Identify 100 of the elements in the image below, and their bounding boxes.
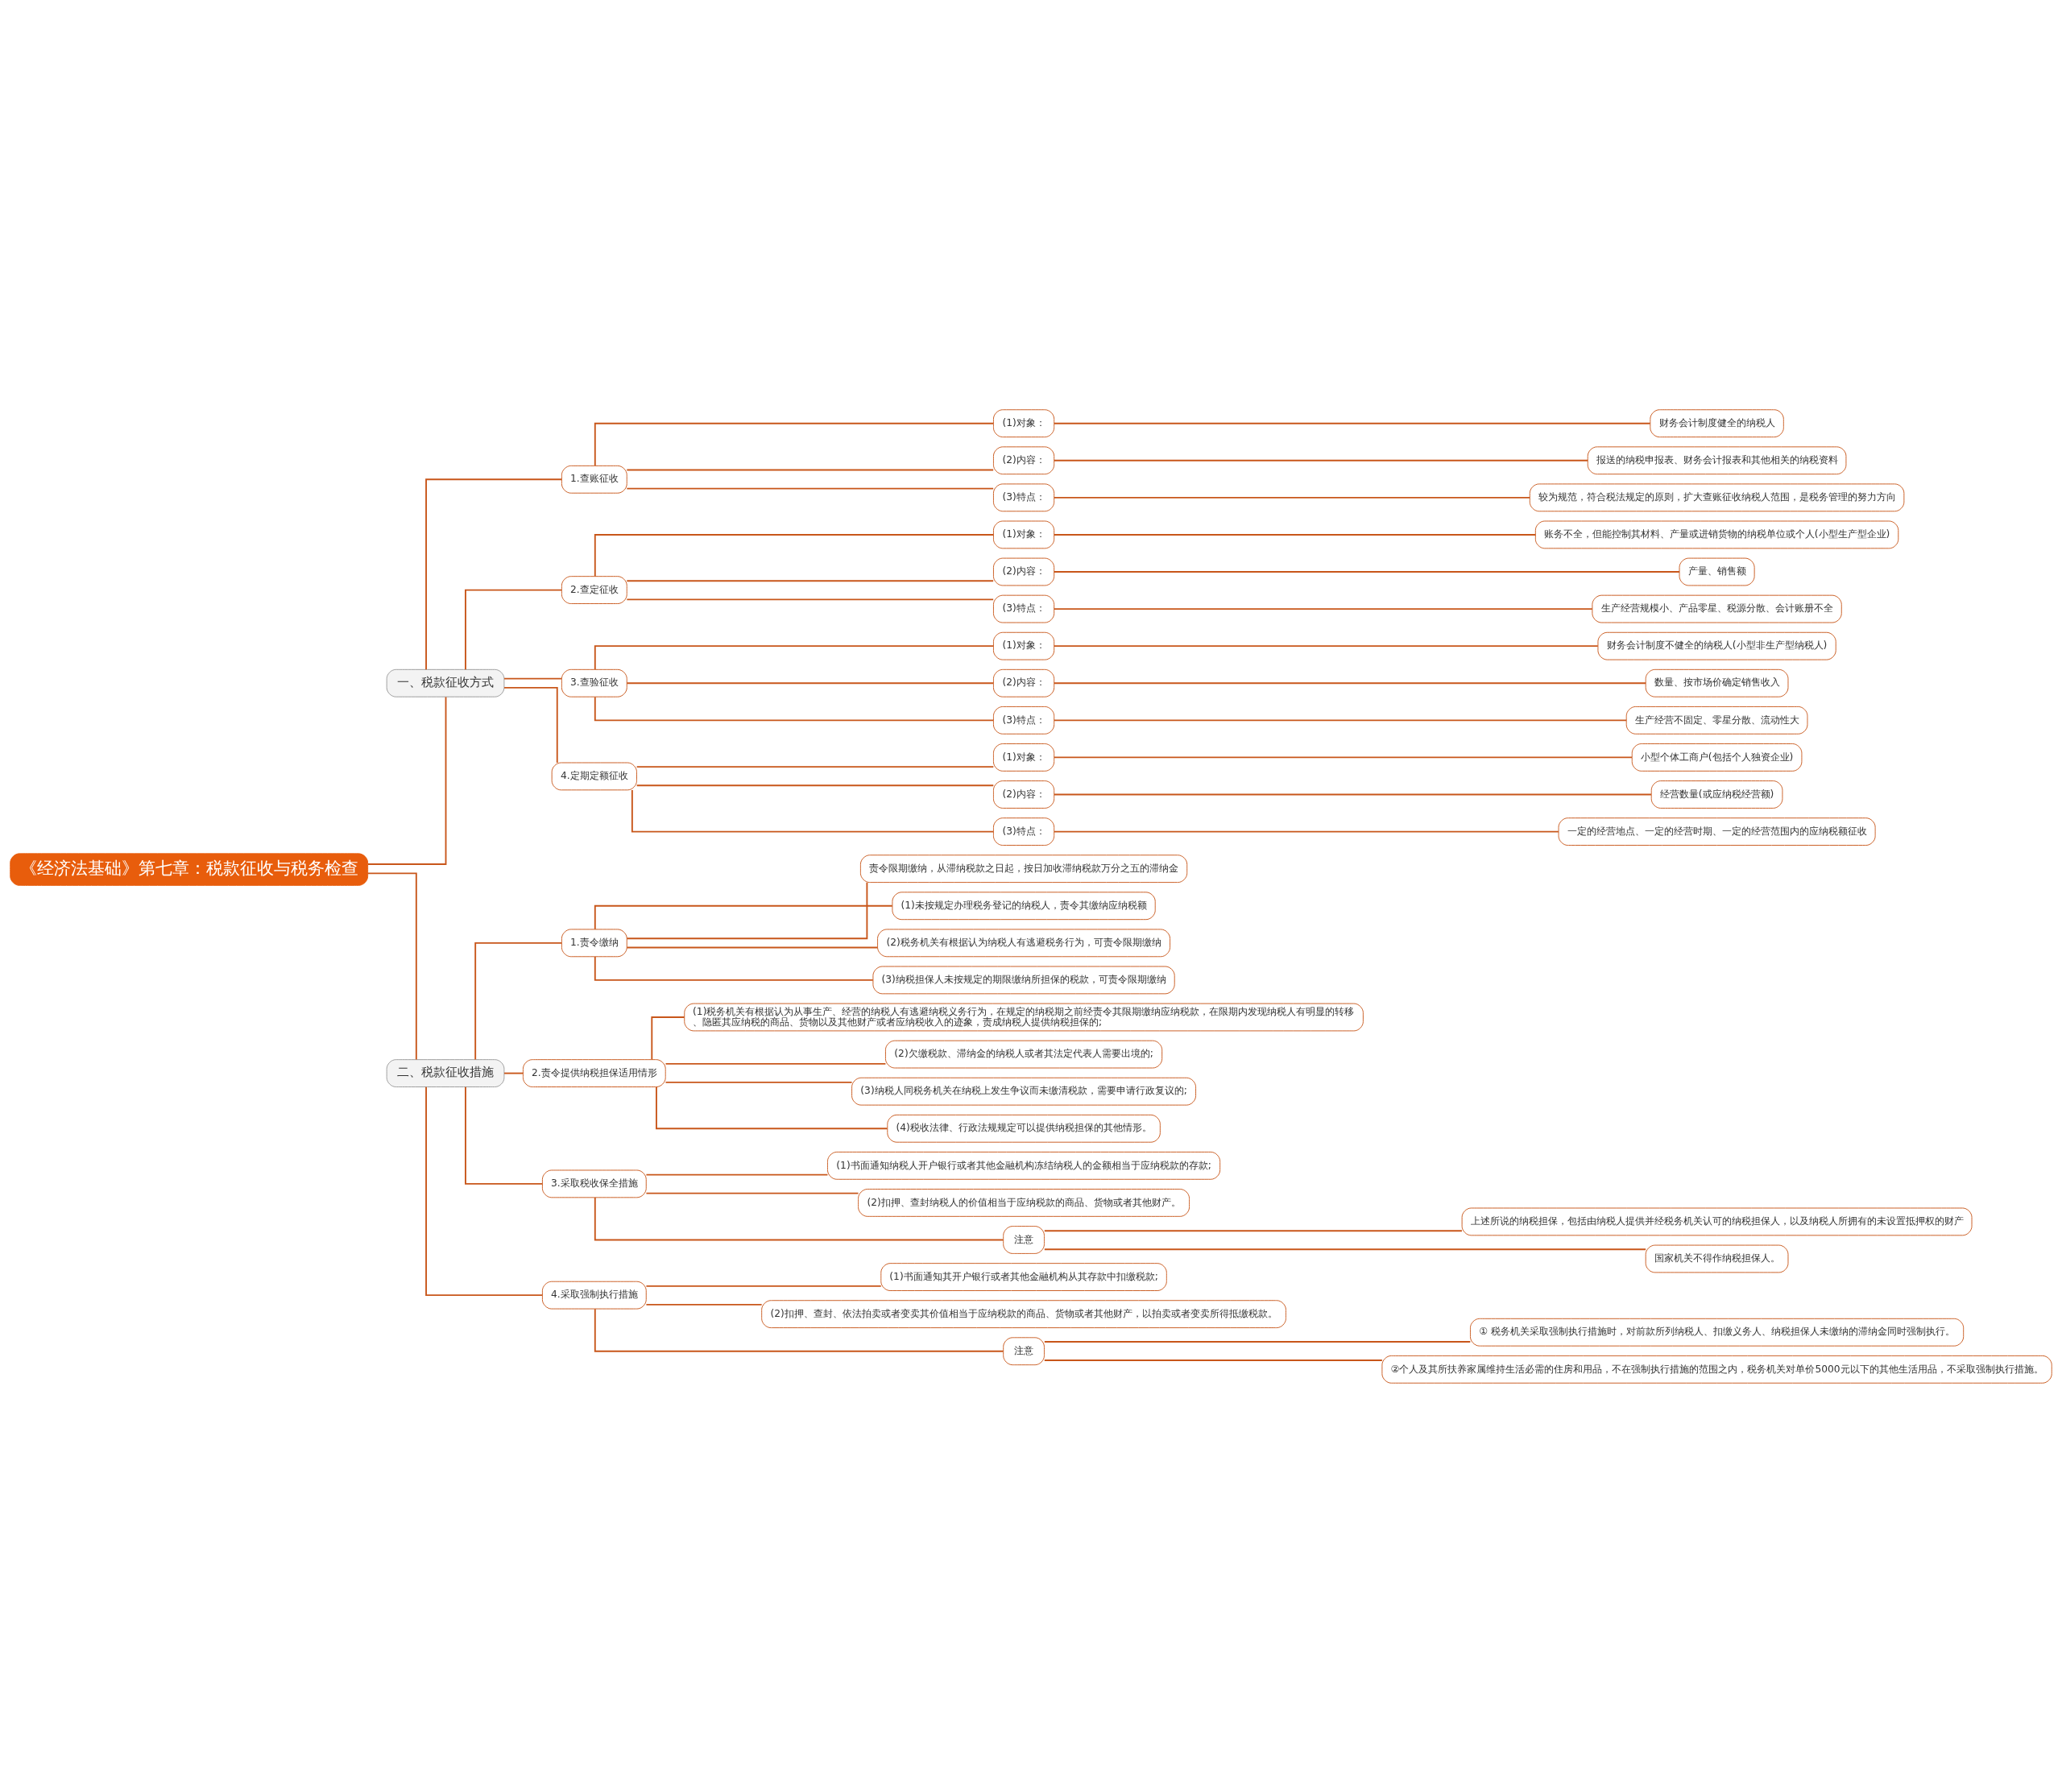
connector bbox=[1053, 681, 1647, 684]
connector bbox=[645, 1192, 859, 1194]
node-box: (1)对象： bbox=[993, 520, 1055, 548]
connector bbox=[425, 1086, 544, 1296]
connector bbox=[1043, 1248, 1647, 1250]
node-box: 生产经营规模小、产品零星、税源分散、会计账册不全 bbox=[1592, 594, 1842, 623]
node-box: 财务会计制度不健全的纳税人(小型非生产型纳税人) bbox=[1597, 631, 1836, 660]
node-box: 2.查定征收 bbox=[561, 575, 627, 604]
connector bbox=[594, 644, 995, 670]
node-box: 3.采取税收保全措施 bbox=[541, 1169, 647, 1198]
connector bbox=[1053, 570, 1680, 573]
connector bbox=[626, 681, 995, 684]
connector bbox=[1053, 830, 1559, 833]
connector bbox=[636, 765, 995, 768]
connector bbox=[1053, 422, 1651, 424]
node-box: (2)税务机关有根据认为纳税人有逃避税务行为，可责令限期缴纳 bbox=[877, 928, 1171, 957]
connector bbox=[594, 955, 874, 981]
connector bbox=[645, 1285, 882, 1287]
node-box: 责令限期缴纳，从滞纳税款之日起，按日加收滞纳税款万分之五的滞纳金 bbox=[859, 854, 1188, 883]
node-box: (4)税收法律、行政法规规定可以提供纳税担保的其他情形。 bbox=[887, 1114, 1161, 1143]
node-box: 4.采取强制执行措施 bbox=[541, 1281, 647, 1310]
connector bbox=[594, 533, 995, 577]
connector bbox=[636, 784, 995, 786]
connector bbox=[1053, 644, 1599, 647]
connector bbox=[1053, 607, 1593, 610]
connector bbox=[1043, 1359, 1383, 1361]
node-box: (1)对象： bbox=[993, 408, 1055, 437]
node-box: 3.查验征收 bbox=[561, 668, 627, 697]
node-box: ① 税务机关采取强制执行措施时，对前款所列纳税人、扣缴义务人、纳税担保人未缴纳的滞纳金同时强制执行。 bbox=[1470, 1318, 1965, 1347]
node-box: (3)特点： bbox=[993, 594, 1055, 623]
node-box: (3)特点： bbox=[993, 706, 1055, 735]
node-box: (2)内容： bbox=[993, 557, 1055, 586]
connector bbox=[594, 1196, 1004, 1240]
connector bbox=[1053, 756, 1633, 758]
node-box: 2.责令提供纳税担保适用情形 bbox=[522, 1058, 666, 1087]
connector bbox=[1053, 718, 1628, 721]
connector bbox=[594, 1307, 1004, 1352]
node-box: (1)税务机关有根据认为从事生产、经营的纳税人有逃避纳税义务行为，在规定的纳税期之前经责令其限期缴纳应纳税款，在限期内发现纳税人有明显的转移、隐匿其应纳税的商品、货物以及其他财产或者应纳税收入的迹象，责成纳税人提供纳税担保的; bbox=[684, 1003, 1364, 1031]
node-box: (1)对象： bbox=[993, 631, 1055, 660]
node-box: 国家机关不得作纳税担保人。 bbox=[1645, 1244, 1789, 1273]
node-box: (1)未按规定办理税务登记的纳税人，责令其缴纳应纳税额 bbox=[892, 891, 1156, 920]
connector bbox=[1053, 459, 1589, 461]
node-box: 注意 bbox=[1003, 1225, 1045, 1254]
connector bbox=[1043, 1229, 1463, 1231]
connector bbox=[645, 1303, 763, 1306]
node-box: 较为规范，符合税法规定的原则，扩大查账征收纳税人范围，是税务管理的努力方向 bbox=[1529, 482, 1905, 511]
node-box: (2)扣押、查封纳税人的价值相当于应纳税款的商品、货物或者其他财产。 bbox=[858, 1188, 1190, 1217]
node-box: 1.查账征收 bbox=[561, 465, 627, 494]
connector bbox=[1053, 533, 1537, 536]
node-box: (2)内容： bbox=[993, 668, 1055, 697]
connector bbox=[465, 589, 562, 670]
node-box: (2)欠缴税款、滞纳金的纳税人或者其法定代表人需要出境的; bbox=[884, 1040, 1163, 1068]
node-box: ②个人及其所扶养家属维持生活必需的住房和用品，不在强制执行措施的范围之内，税务机关对单价5000元以下的其他生活用品，不采取强制执行措施。 bbox=[1381, 1355, 2052, 1384]
node-box: (1)书面通知纳税人开户银行或者其他金融机构冻结纳税人的金额相当于应纳税款的存款; bbox=[827, 1151, 1221, 1180]
connector bbox=[503, 1072, 524, 1074]
connector bbox=[626, 946, 879, 948]
node-box: (3)特点： bbox=[993, 817, 1055, 846]
connector bbox=[465, 1086, 544, 1185]
connector bbox=[665, 1081, 853, 1083]
connector bbox=[1053, 496, 1531, 499]
node-box: (2)内容： bbox=[993, 445, 1055, 474]
connector bbox=[425, 478, 563, 670]
connector bbox=[665, 1062, 887, 1065]
connector bbox=[626, 469, 995, 470]
connector bbox=[626, 881, 868, 939]
connector bbox=[651, 1016, 685, 1060]
node-box: (3)特点： bbox=[993, 482, 1055, 511]
node-box: 1.责令缴纳 bbox=[561, 928, 627, 957]
connector bbox=[656, 1086, 888, 1129]
node-box: 数量、按市场价确定销售收入 bbox=[1645, 668, 1789, 697]
node-box: (3)纳税担保人未按规定的期限缴纳所担保的税款，可责令限期缴纳 bbox=[872, 966, 1175, 994]
node-box: 账务不全，但能控制其材料、产量或进销货物的纳税单位或个人(小型生产型企业) bbox=[1534, 520, 1899, 548]
node-box: 一、税款征收方式 bbox=[386, 668, 505, 697]
connector bbox=[594, 422, 995, 466]
connector bbox=[626, 579, 995, 581]
node-box: (2)内容： bbox=[993, 780, 1055, 809]
node-box: 产量、销售额 bbox=[1679, 557, 1755, 586]
node-box: 《经济法基础》第七章：税款征收与税务检查 bbox=[10, 852, 369, 886]
connector bbox=[367, 696, 447, 865]
node-box: (3)纳税人同税务机关在纳税上发生争议而未缴清税款，需要申请行政复议的; bbox=[851, 1077, 1196, 1106]
connector bbox=[626, 487, 995, 489]
connector bbox=[366, 871, 417, 1060]
connector bbox=[1053, 793, 1652, 795]
connector bbox=[626, 598, 995, 600]
connector bbox=[474, 942, 563, 1061]
node-box: 4.定期定额征收 bbox=[551, 762, 637, 790]
node-box: 报送的纳税申报表、财务会计报表和其他相关的纳税资料 bbox=[1587, 445, 1847, 474]
connector bbox=[631, 788, 995, 833]
node-box: 生产经营不固定、零星分散、流动性大 bbox=[1625, 706, 1808, 735]
node-box: 一定的经营地点、一定的经营时期、一定的经营范围内的应纳税额征收 bbox=[1558, 817, 1876, 846]
node-box: 经营数量(或应纳税经营额) bbox=[1650, 780, 1783, 809]
node-box: 上述所说的纳税担保，包括由纳税人提供并经税务机关认可的纳税担保人，以及纳税人所拥有的未设置抵押权的财产 bbox=[1461, 1207, 1973, 1235]
connector bbox=[594, 904, 893, 930]
node-box: (1)书面通知其开户银行或者其他金融机构从其存款中扣缴税款; bbox=[880, 1262, 1167, 1291]
connector bbox=[503, 677, 563, 680]
node-box: 小型个体工商户(包括个人独资企业) bbox=[1631, 743, 1803, 772]
node-box: 注意 bbox=[1003, 1336, 1045, 1365]
node-box: 二、税款征收措施 bbox=[386, 1058, 505, 1087]
connector bbox=[645, 1173, 829, 1176]
node-box: (2)扣押、查封、依法拍卖或者变卖其价值相当于应纳税款的商品、货物或者其他财产，以拍卖或者变卖所得抵缴税款。 bbox=[761, 1299, 1286, 1328]
